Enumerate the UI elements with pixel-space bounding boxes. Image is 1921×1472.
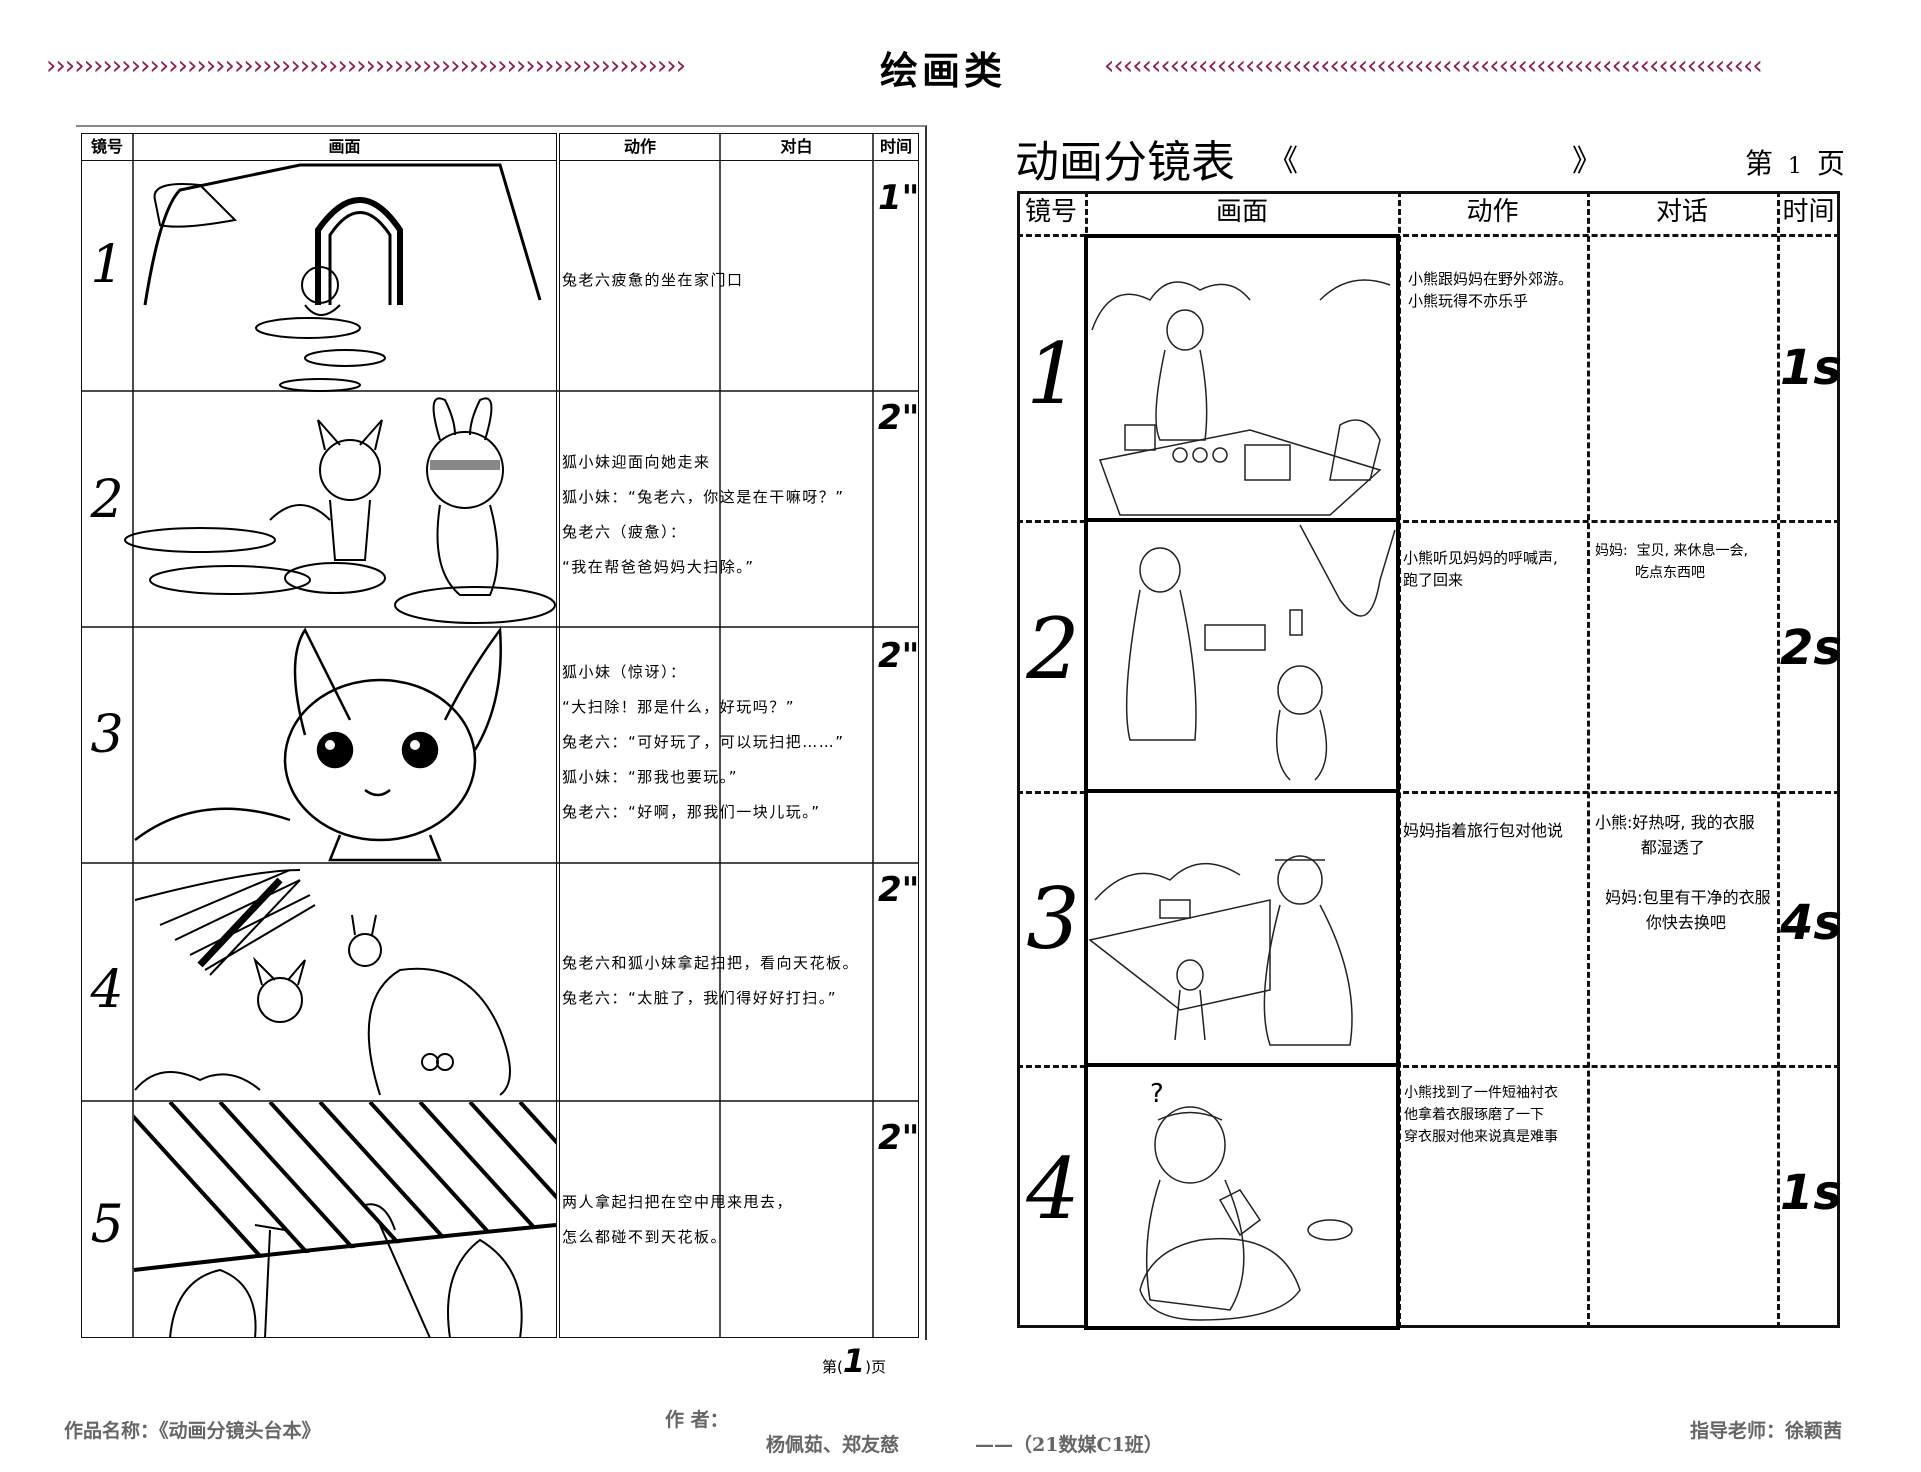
divider: [1017, 234, 1840, 237]
panel-4-sketch: [134, 869, 511, 1096]
category-title: 绘画类: [880, 48, 1007, 93]
col-header-dialogue: 对话: [1655, 197, 1708, 227]
page-prefix: 第(: [822, 1358, 843, 1376]
panel-3-sketch: [134, 626, 502, 862]
class-info: ——（21数媒C1班）: [975, 1434, 1163, 1456]
page-number: 1: [1787, 154, 1802, 179]
left-action-3: 狐小妹（惊讶）： “大扫除！那是什么，好玩吗？” 兔老六：“可好玩了，可以玩扫把…: [562, 655, 932, 830]
right-dialogue-3: 小熊:好热呀, 我的衣服 都湿透了 妈妈:包里有干净的衣服 你快去换吧: [1595, 813, 1771, 932]
left-action-2: 狐小妹迎面向她走来 狐小妹：“兔老六，你这是在干嘛呀？” 兔老六（疲惫）： “我…: [562, 445, 932, 585]
action-line: 兔老六疲惫的坐在家门口: [562, 271, 744, 289]
right-time-3: 4s: [1780, 895, 1842, 951]
close-mark: 》: [1572, 144, 1602, 179]
left-image-area: [81, 160, 557, 1338]
left-time-4: 2": [878, 870, 920, 910]
page-number: 1: [842, 1342, 866, 1380]
right-board-frame: [1017, 191, 1840, 1328]
panel-4-sketch: ?: [1139, 1079, 1353, 1321]
action-line: 兔老六：“好啊，那我们一块儿玩。”: [562, 803, 821, 821]
action-line: 兔老六和狐小妹拿起扫把，看向天花板。: [562, 954, 860, 972]
right-chevron-decoration: ‹‹‹‹‹‹‹‹‹‹‹‹‹‹‹‹‹‹‹‹‹‹‹‹‹‹‹‹‹‹‹‹‹‹‹‹‹‹‹‹…: [1104, 52, 1763, 80]
left-action-4: 兔老六和狐小妹拿起扫把，看向天花板。 兔老六：“太脏了，我们得好好打扫。”: [562, 946, 932, 1016]
work-name: 作品名称：《动画分镜头台本》: [64, 1420, 321, 1442]
right-page-label: 第 1 页: [1745, 142, 1845, 182]
right-shot-number-3: 3: [1026, 870, 1080, 968]
right-time-4: 1s: [1780, 1165, 1842, 1221]
divider: [1017, 1065, 1840, 1068]
panel-2-sketch: [124, 397, 556, 624]
page-suffix: 页: [1816, 147, 1845, 180]
action-line: 狐小妹：“兔老六，你这是在干嘛呀？”: [562, 488, 845, 506]
authors: 杨佩茹、郑友慈: [766, 1434, 900, 1456]
col-header-dialogue: 对白: [780, 137, 813, 156]
right-board-title: 动画分镜表: [1015, 137, 1235, 188]
left-time-3: 2": [878, 636, 920, 676]
left-chevron-decoration: ››››››››››››››››››››››››››››››››››››››››…: [46, 52, 686, 80]
action-line: 兔老六：“可好玩了，可以玩扫把……”: [562, 733, 845, 751]
col-header-shot: 镜号: [90, 137, 123, 156]
panel-1-sketch: [1091, 279, 1391, 516]
col-header-time: 时间: [879, 137, 912, 156]
divider: [1587, 191, 1590, 1328]
open-mark: 《: [1268, 144, 1298, 179]
col-header-action: 动作: [1466, 197, 1519, 227]
panel-1-sketch: [143, 163, 542, 392]
right-shot-number-4: 4: [1026, 1140, 1080, 1238]
col-header-shot: 镜号: [1024, 197, 1077, 227]
advisor: 指导老师：徐颖茜: [1690, 1420, 1843, 1442]
panel-2-sketch: [1125, 524, 1396, 781]
left-shot-number-2: 2: [90, 470, 124, 530]
right-shot-number-2: 2: [1026, 600, 1080, 698]
svg-text:?: ?: [1150, 1079, 1164, 1109]
action-line: “大扫除！那是什么，好玩吗？”: [562, 698, 796, 716]
action-line: “我在帮爸爸妈妈大扫除。”: [562, 558, 755, 576]
right-time-2: 2s: [1780, 620, 1842, 676]
divider: [1017, 791, 1840, 794]
col-header-image: 画面: [1215, 197, 1268, 227]
right-action-1: 小熊跟妈妈在野外郊游。 小熊玩得不亦乐乎: [1408, 270, 1574, 310]
author-label: 作 者：: [665, 1409, 729, 1431]
left-action-5: 两人拿起扫把在空中甩来甩去， 怎么都碰不到天花板。: [562, 1185, 932, 1255]
right-dialogue-2: 妈妈: 宝贝, 来休息一会, 吃点东西吧: [1595, 543, 1748, 581]
action-line: 狐小妹（惊讶）：: [562, 663, 687, 681]
left-shot-number-5: 5: [90, 1195, 124, 1255]
divider: [1777, 191, 1780, 1328]
right-shot-number-1: 1: [1026, 325, 1080, 423]
left-time-2: 2": [878, 398, 920, 438]
left-shot-number-3: 3: [90, 705, 124, 765]
right-action-2: 小熊听见妈妈的呼喊声, 跑了回来: [1403, 549, 1558, 589]
left-shot-number-4: 4: [90, 960, 124, 1020]
action-line: 怎么都碰不到天花板。: [562, 1228, 728, 1246]
col-header-time: 时间: [1782, 197, 1835, 227]
action-line: 兔老六（疲惫）：: [562, 523, 687, 541]
action-line: 狐小妹迎面向她走来: [562, 453, 711, 471]
left-page-label: 第(1)页: [822, 1342, 886, 1380]
left-text-area: [559, 160, 919, 1338]
col-header-image: 画面: [328, 137, 361, 156]
left-time-5: 2": [878, 1118, 920, 1158]
page-prefix: 第: [1745, 147, 1774, 180]
left-action-1: 兔老六疲惫的坐在家门口: [562, 263, 932, 298]
left-board-frame: [76, 125, 927, 1340]
action-line: 兔老六：“太脏了，我们得好好打扫。”: [562, 989, 838, 1007]
action-line: 狐小妹：“那我也要玩。”: [562, 768, 739, 786]
left-shot-number-1: 1: [90, 235, 124, 295]
panel-3-sketch: [1088, 855, 1353, 1046]
left-time-1: 1": [878, 178, 920, 218]
right-time-1: 1s: [1780, 340, 1842, 396]
right-action-4: 小熊找到了一件短袖衬衣 他拿着衣服琢磨了一下 穿衣服对他来说真是难事: [1404, 1085, 1558, 1145]
right-action-3: 妈妈指着旅行包对他说: [1403, 821, 1564, 840]
divider: [1017, 520, 1840, 523]
page-suffix: )页: [865, 1358, 886, 1376]
action-line: 两人拿起扫把在空中甩来甩去，: [562, 1193, 794, 1211]
col-header-action: 动作: [623, 137, 656, 156]
